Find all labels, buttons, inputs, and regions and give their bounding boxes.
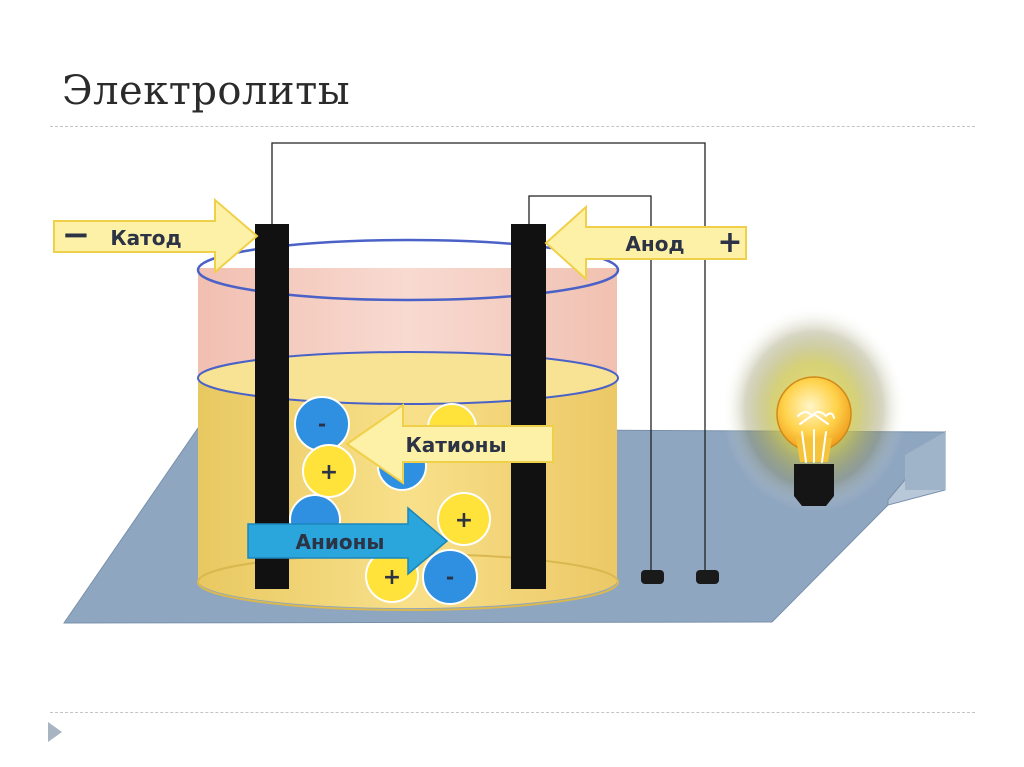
cations-label: Катионы bbox=[405, 433, 506, 457]
anions-arrow: Анионы bbox=[247, 506, 449, 576]
beaker-rim bbox=[196, 238, 620, 302]
svg-text:+: + bbox=[383, 565, 401, 590]
cations-arrow: Катионы bbox=[345, 403, 554, 485]
svg-text:-: - bbox=[446, 565, 454, 589]
ion-minus-1: - bbox=[294, 396, 350, 452]
anode-sign: + bbox=[717, 225, 742, 260]
slide-title: Электролиты bbox=[62, 68, 351, 114]
wires bbox=[271, 142, 706, 572]
cathode-label: Катод bbox=[110, 226, 181, 250]
cathode-sign: − bbox=[62, 215, 91, 255]
svg-text:+: + bbox=[455, 508, 473, 533]
anode-electrode bbox=[511, 224, 546, 589]
cathode-callout: − Катод bbox=[53, 197, 259, 275]
anode-callout: Анод + bbox=[544, 204, 747, 282]
footer-divider bbox=[50, 712, 975, 713]
ion-minus-2: - bbox=[422, 549, 478, 605]
anions-label: Анионы bbox=[296, 530, 385, 554]
title-divider bbox=[50, 126, 975, 127]
anode-label: Анод bbox=[625, 232, 684, 256]
play-arrow-icon[interactable] bbox=[48, 722, 62, 742]
svg-text:-: - bbox=[318, 412, 326, 436]
ion-plus-2: + bbox=[437, 492, 491, 546]
svg-text:+: + bbox=[320, 460, 338, 485]
ion-plus-1: + bbox=[302, 444, 356, 498]
lightbulb-icon bbox=[722, 306, 906, 512]
terminals bbox=[641, 570, 719, 584]
